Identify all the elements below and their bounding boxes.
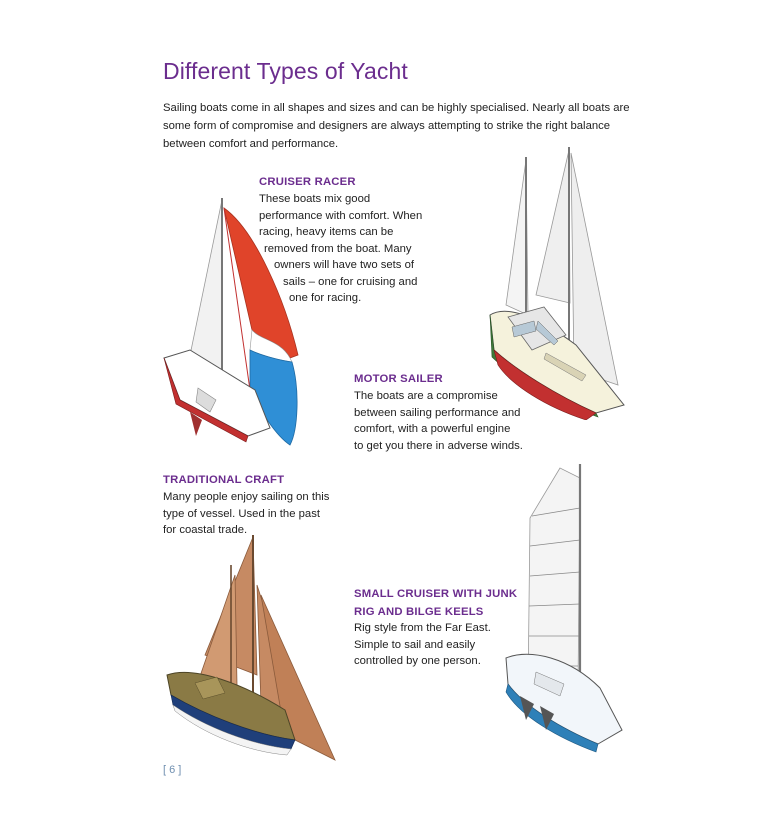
text-line: performance with comfort. When [259,209,423,222]
text-line: type of vessel. Used in the past [163,507,320,520]
text-line: sails – one for cruising and [283,275,418,288]
traditional-craft-illustration [166,535,336,761]
text-line: Rig style from the Far East. [354,622,491,634]
text-line: to get you there in adverse winds. [354,439,523,452]
motor-sailer-illustration [489,147,625,420]
text-line: Simple to sail and easily [354,638,476,651]
text-line: between sailing performance and [354,406,521,419]
text-line: comfort, with a powerful engine [354,423,511,435]
text-line: owners will have two sets of [274,259,415,271]
text-line: for coastal trade. [163,524,248,536]
cruiser-racer-illustration [163,198,299,446]
heading-line: SMALL CRUISER WITH JUNK [354,588,518,600]
junk-rig-illustration [505,464,623,753]
motor-sailer-text: The boats are a compromise between saili… [354,388,584,454]
traditional-craft-heading: TRADITIONAL CRAFT [163,474,285,486]
intro-paragraph: Sailing boats come in all shapes and siz… [163,102,630,150]
heading-line: RIG AND BILGE KEELS [354,606,484,618]
traditional-craft-text: Many people enjoy sailing on this type o… [163,489,383,539]
junk-rig-text: Rig style from the Far East. Simple to s… [354,620,554,670]
cruiser-racer-heading: CRUISER RACER [259,176,356,188]
page-number: [ 6 ] [163,764,182,776]
text-line: racing, heavy items can be [259,226,394,238]
motor-sailer-heading: MOTOR SAILER [354,373,443,385]
text-line: The boats are a compromise [354,390,498,402]
text-line: one for racing. [289,292,362,304]
page-title: Different Types of Yacht [163,58,408,84]
text-line: Many people enjoy sailing on this [163,491,330,503]
text-line: controlled by one person. [354,655,481,667]
junk-rig-heading: SMALL CRUISER WITH JUNK RIG AND BILGE KE… [354,585,517,621]
text-line: These boats mix good [259,193,371,205]
text-line: removed from the boat. Many [264,242,412,255]
